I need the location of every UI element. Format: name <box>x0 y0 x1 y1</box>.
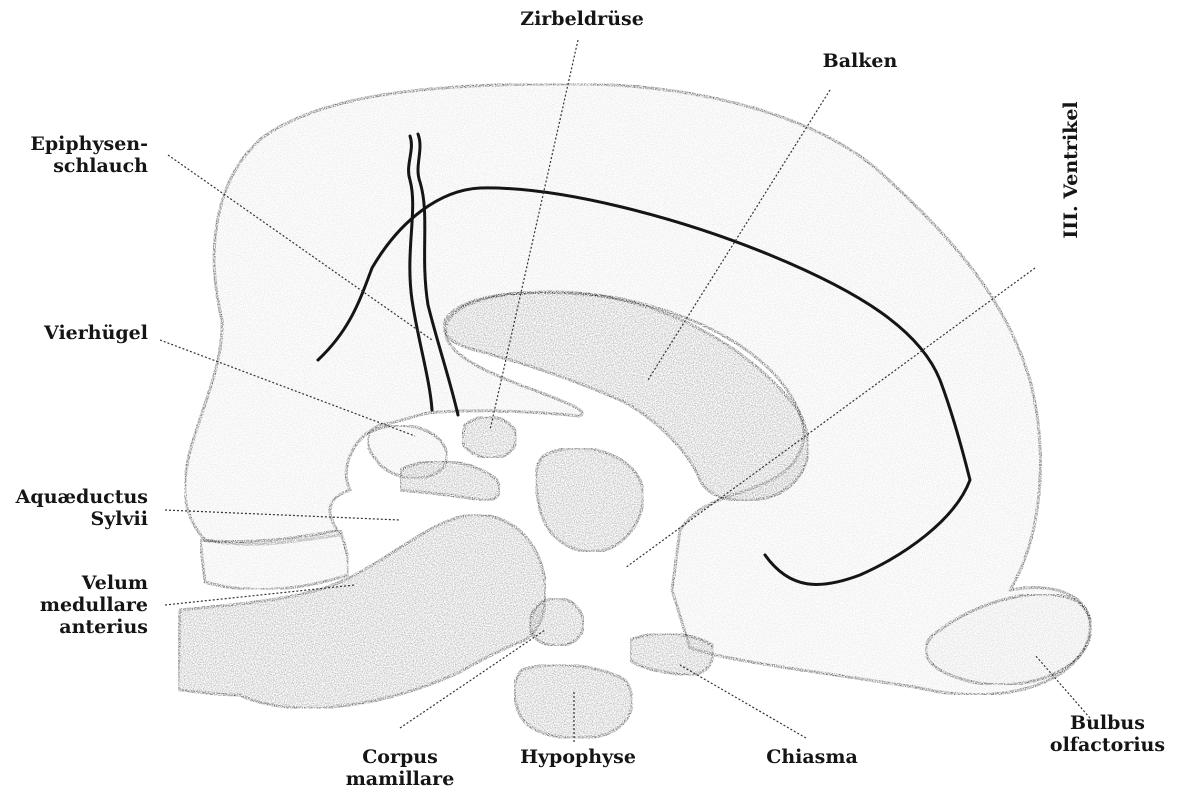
vierhuegel-lower <box>400 461 500 500</box>
label-bulbus-line1: Bulbus <box>1040 712 1175 734</box>
label-epiphysenschlauch: Epiphysen- schlauch <box>10 133 148 177</box>
label-bulbus-line2: olfactorius <box>1040 734 1175 756</box>
label-velum: Velum medullare anterius <box>10 572 148 638</box>
label-vierhuegel: Vierhügel <box>10 322 148 344</box>
label-ventrikel: III. Ventrikel <box>1060 101 1082 238</box>
zirbeldruese <box>462 417 516 458</box>
corpus-mamillare <box>530 598 584 645</box>
label-chiasma: Chiasma <box>752 746 872 768</box>
label-corpus-line1: Corpus <box>330 746 470 768</box>
thalamus <box>536 448 643 551</box>
label-hypophyse-text: Hypophyse <box>508 746 648 768</box>
label-velum-line1: Velum <box>10 572 148 594</box>
label-hypophyse: Hypophyse <box>508 746 648 768</box>
hypophyse <box>514 665 632 738</box>
label-epiphysenschlauch-line1: Epiphysen- <box>10 133 148 155</box>
label-bulbus: Bulbus olfactorius <box>1040 712 1175 756</box>
label-zirbeldruese-text: Zirbeldrüse <box>512 8 652 30</box>
label-aquaeductus-line2: Sylvii <box>10 508 148 530</box>
label-balken-text: Balken <box>810 50 910 72</box>
label-corpus-mamillare: Corpus mamillare <box>330 746 470 790</box>
label-corpus-line2: mamillare <box>330 768 470 790</box>
label-balken: Balken <box>810 50 910 72</box>
leader-chiasma <box>680 665 806 738</box>
label-chiasma-text: Chiasma <box>752 746 872 768</box>
label-aquaeductus-line1: Aquæductus <box>10 486 148 508</box>
label-velum-line3: anterius <box>10 616 148 638</box>
label-vierhuegel-text: Vierhügel <box>10 322 148 344</box>
label-ventrikel-text: III. Ventrikel <box>1060 101 1082 238</box>
label-velum-line2: medullare <box>10 594 148 616</box>
label-zirbeldruese: Zirbeldrüse <box>512 8 652 30</box>
label-epiphysenschlauch-line2: schlauch <box>10 155 148 177</box>
label-aquaeductus: Aquæductus Sylvii <box>10 486 148 530</box>
chiasma <box>630 634 713 676</box>
